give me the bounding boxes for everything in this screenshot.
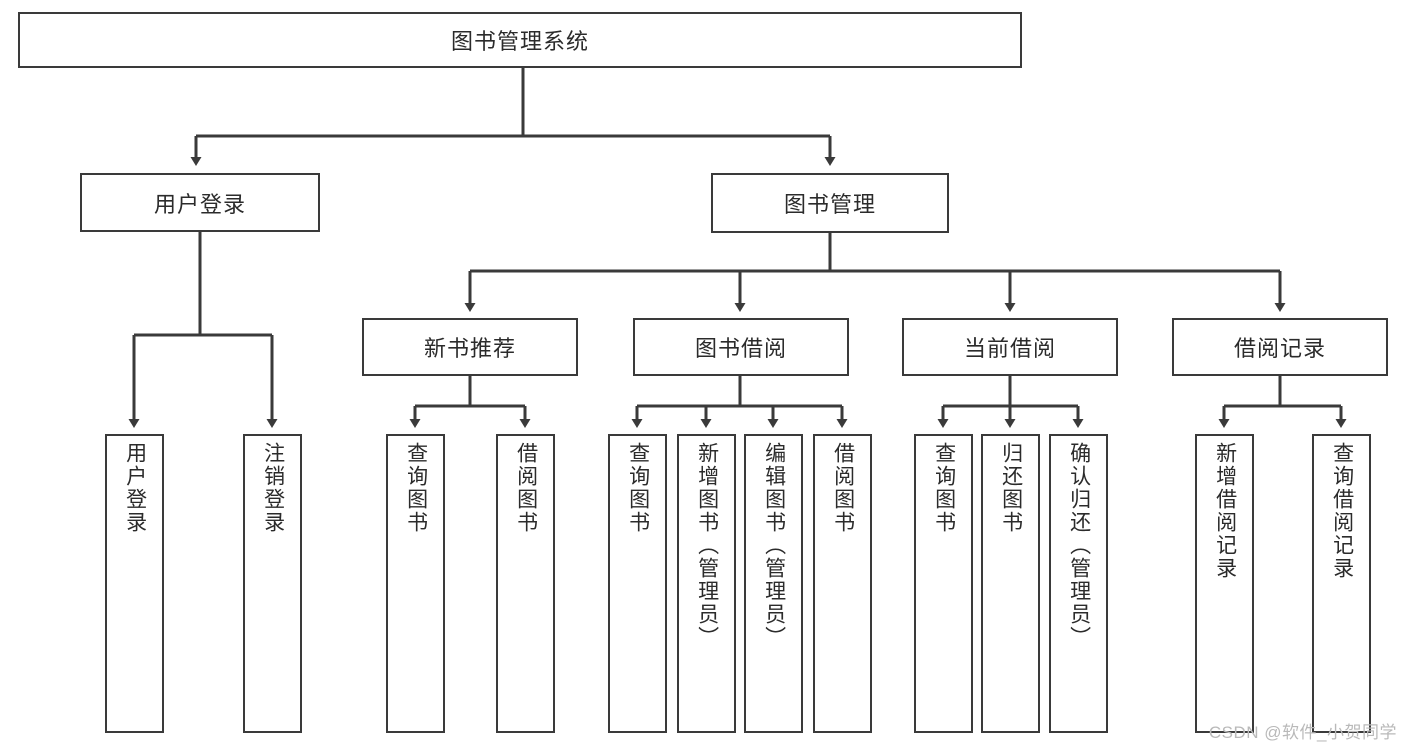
- node-label: 新书推荐: [423, 336, 516, 361]
- node-leaf-confirm-return-admin[interactable]: 确认归还（管理员）: [1049, 434, 1108, 733]
- node-label: 新增图书（管理员）: [695, 442, 719, 649]
- node-user-login[interactable]: 用户登录: [80, 173, 320, 232]
- node-label: 当前借阅: [963, 336, 1056, 361]
- node-label: 注销登录: [261, 442, 285, 534]
- node-label: 图书管理: [783, 192, 876, 217]
- node-borrow-record[interactable]: 借阅记录: [1172, 318, 1388, 376]
- node-label: 归还图书: [999, 442, 1023, 534]
- node-label: 查询借阅记录: [1330, 442, 1354, 580]
- node-label: 用户登录: [123, 442, 147, 534]
- node-leaf-add-book-admin[interactable]: 新增图书（管理员）: [677, 434, 736, 733]
- node-label: 图书管理系统: [450, 29, 589, 54]
- node-leaf-edit-book-admin[interactable]: 编辑图书（管理员）: [744, 434, 803, 733]
- node-new-book-recommend[interactable]: 新书推荐: [362, 318, 578, 376]
- node-leaf-query-book-2[interactable]: 查询图书: [608, 434, 667, 733]
- node-label: 借阅图书: [831, 442, 855, 534]
- node-current-borrow[interactable]: 当前借阅: [902, 318, 1118, 376]
- node-leaf-logout-login[interactable]: 注销登录: [243, 434, 302, 733]
- node-leaf-query-borrow-record[interactable]: 查询借阅记录: [1312, 434, 1371, 733]
- node-book-manage[interactable]: 图书管理: [711, 173, 949, 233]
- node-label: 图书借阅: [694, 336, 787, 361]
- node-leaf-borrow-book-1[interactable]: 借阅图书: [496, 434, 555, 733]
- node-leaf-borrow-book-2[interactable]: 借阅图书: [813, 434, 872, 733]
- node-leaf-return-book[interactable]: 归还图书: [981, 434, 1040, 733]
- node-root-system[interactable]: 图书管理系统: [18, 12, 1022, 68]
- node-label: 查询图书: [626, 442, 650, 534]
- node-leaf-query-book-1[interactable]: 查询图书: [386, 434, 445, 733]
- node-label: 查询图书: [932, 442, 956, 534]
- node-leaf-user-login[interactable]: 用户登录: [105, 434, 164, 733]
- node-book-borrow[interactable]: 图书借阅: [633, 318, 849, 376]
- node-label: 借阅图书: [514, 442, 538, 534]
- node-label: 用户登录: [153, 191, 246, 217]
- node-leaf-add-borrow-record[interactable]: 新增借阅记录: [1195, 434, 1254, 733]
- node-label: 确认归还（管理员）: [1067, 442, 1091, 649]
- node-label: 借阅记录: [1233, 336, 1326, 361]
- node-label: 新增借阅记录: [1213, 442, 1237, 580]
- node-leaf-query-book-3[interactable]: 查询图书: [914, 434, 973, 733]
- node-label: 查询图书: [404, 442, 428, 534]
- node-label: 编辑图书（管理员）: [762, 442, 786, 649]
